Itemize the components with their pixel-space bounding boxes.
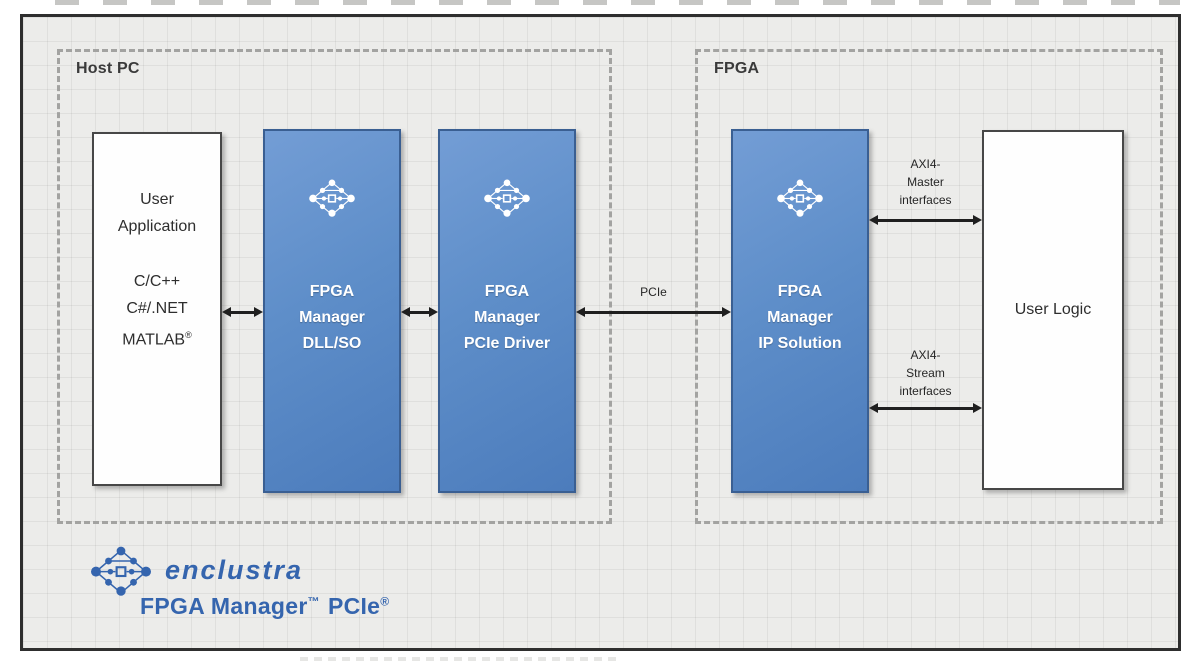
arrowhead-left (869, 403, 878, 413)
cropped-bottom-dotted-line (300, 657, 620, 661)
arrowhead-left (401, 307, 410, 317)
language-c-cpp: C/C++ (133, 273, 181, 290)
axi4-stream-interfaces-label: AXI4- Stream interfaces (859, 346, 992, 400)
product-name: FPGA Manager (140, 593, 308, 619)
fpga-manager-pcie-driver-label: FPGA Manager PCIe Driver (440, 279, 574, 357)
enclustra-cluster-icon (733, 179, 867, 217)
user-application-text: User Application C/C++ C#/.NET MATLAB® (94, 186, 220, 353)
fpga-manager-dll-so-label: FPGA Manager DLL/SO (265, 279, 399, 357)
registered-symbol: ® (380, 594, 390, 609)
label-line: AXI4- (910, 348, 941, 362)
arrow-line (410, 310, 429, 314)
enclustra-cluster-icon (265, 179, 399, 217)
arrow-dll-driver (401, 306, 438, 318)
enclustra-cluster-icon (440, 179, 574, 217)
arrowhead-right (973, 403, 982, 413)
product-title: FPGA Manager™ PCIe® (140, 593, 389, 620)
block-user-logic: User Logic (982, 130, 1124, 490)
arrow-pcie (576, 306, 731, 318)
user-application-languages: C/C++ C#/.NET MATLAB® (94, 268, 220, 353)
product-suffix: PCIe (327, 593, 381, 619)
label-line: Manager (767, 309, 833, 326)
user-logic-label: User Logic (1014, 301, 1092, 318)
label-line: AXI4- (910, 157, 941, 171)
block-fpga-manager-ip-solution: FPGA Manager IP Solution (731, 129, 869, 493)
label-line: IP Solution (758, 335, 842, 352)
axi4-master-interfaces-label: AXI4- Master interfaces (859, 155, 992, 209)
arrow-line (878, 406, 973, 410)
label-line: PCIe Driver (463, 335, 551, 352)
label-line: interfaces (899, 193, 952, 207)
arrow-line (878, 218, 973, 222)
block-user-application: User Application C/C++ C#/.NET MATLAB® (92, 132, 222, 486)
arrowhead-left (576, 307, 585, 317)
registered-symbol: ® (185, 330, 192, 340)
group-fpga: FPGA (695, 49, 1163, 524)
label-line: Master (907, 175, 944, 189)
user-application-title-line2: Application (117, 218, 197, 235)
arrow-axi4-master (869, 214, 982, 226)
label-line: FPGA (777, 283, 823, 300)
label-line: interfaces (899, 384, 952, 398)
user-application-title-line1: User (140, 191, 174, 208)
arrowhead-left (222, 307, 231, 317)
fpga-label: FPGA (714, 60, 760, 77)
arrow-line (231, 310, 254, 314)
trademark-symbol: ™ (307, 594, 320, 609)
enclustra-wordmark: enclustra (165, 555, 304, 585)
enclustra-logo-icon (86, 546, 156, 596)
arrowhead-right (722, 307, 731, 317)
arrowhead-left (869, 215, 878, 225)
arrow-axi4-stream (869, 402, 982, 414)
language-csharp-dotnet: C#/.NET (126, 300, 188, 317)
label-line: Manager (474, 309, 540, 326)
arrow-userapp-dll (222, 306, 263, 318)
arrow-line (585, 310, 722, 314)
group-host-pc: Host PC (57, 49, 612, 524)
label-line: FPGA (484, 283, 530, 300)
label-line: FPGA (309, 283, 355, 300)
block-fpga-manager-dll-so: FPGA Manager DLL/SO (263, 129, 401, 493)
pcie-connection-label: PCIe (640, 285, 667, 299)
arrowhead-right (254, 307, 263, 317)
fpga-manager-ip-solution-label: FPGA Manager IP Solution (733, 279, 867, 357)
language-matlab: MATLAB® (122, 330, 192, 349)
host-pc-label: Host PC (76, 60, 140, 77)
cropped-top-dashed-line (55, 0, 1180, 5)
label-line: Manager (299, 309, 365, 326)
label-line: DLL/SO (302, 335, 362, 352)
label-line: Stream (906, 366, 945, 380)
arrowhead-right (973, 215, 982, 225)
diagram-frame: Host PC FPGA User Application C/C++ C#/.… (20, 14, 1181, 651)
block-fpga-manager-pcie-driver: FPGA Manager PCIe Driver (438, 129, 576, 493)
arrowhead-right (429, 307, 438, 317)
